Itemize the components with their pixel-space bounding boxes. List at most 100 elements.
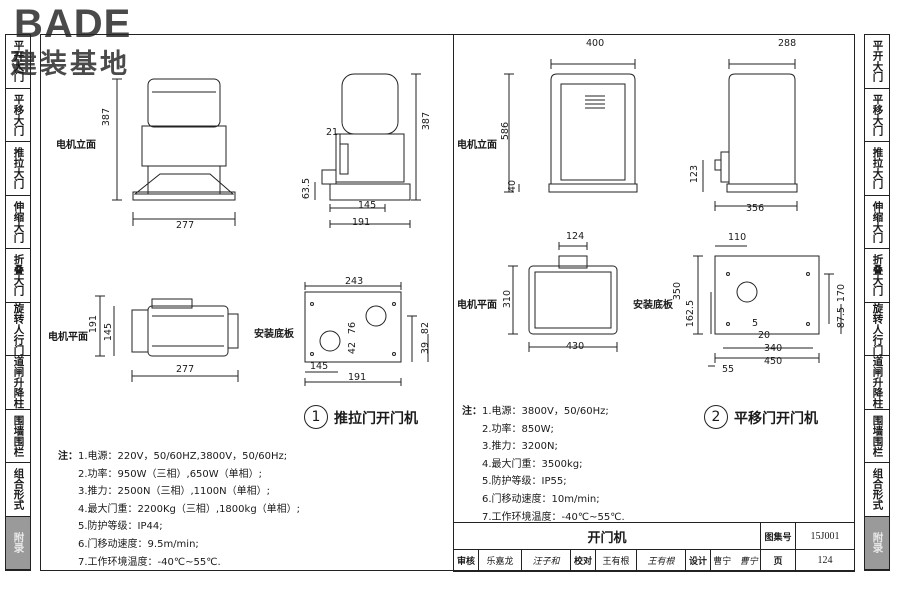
right-tab-label: 组合形式 xyxy=(871,468,884,511)
left-tab-5[interactable]: 折叠大门 xyxy=(6,249,30,303)
right-tab-label: 折叠大门 xyxy=(871,254,884,297)
left-tab-label: 道闸升降柱 xyxy=(12,356,25,409)
right-tab-5[interactable]: 折叠大门 xyxy=(865,249,889,303)
dim-side-123: 123 xyxy=(689,165,700,184)
left-tab-label: 伸缩大门 xyxy=(12,200,25,243)
left-tab-label: 推拉大门 xyxy=(12,147,25,190)
right-tab-6[interactable]: 旋转人行门 xyxy=(865,303,889,356)
left-tab-label: 平开大门 xyxy=(12,40,25,83)
title-block: 开门机 图集号 15J001 审核 乐嘉龙 汪子和 校对 王有根 王有根 设计 … xyxy=(453,522,855,572)
left-note-item: 2.功率：950W（三相）,650W（单相）; xyxy=(78,468,263,480)
left-panel-drawings xyxy=(40,34,453,394)
left-tab-label: 组合形式 xyxy=(12,468,25,511)
left-tab-9[interactable]: 组合形式 xyxy=(6,463,30,517)
left-tab-8[interactable]: 围墙围栏 xyxy=(6,410,30,463)
sliding-mount-plate xyxy=(715,256,819,334)
right-motor-plan-label: 电机平面 xyxy=(457,300,497,311)
right-motor-elevation-label: 电机立面 xyxy=(457,140,497,151)
right-tab-label: 推拉大门 xyxy=(871,147,884,190)
left-motor-plan-label: 电机平面 xyxy=(48,332,88,343)
right-note-item: 3.推力：3200N; xyxy=(482,441,558,453)
dim-front-width: 277 xyxy=(176,220,195,231)
dim-front-40: 40 xyxy=(507,180,518,193)
right-panel-title: 平移门开门机 xyxy=(734,411,818,427)
dim-front-400: 400 xyxy=(586,38,605,49)
dim-plate-76: 76 xyxy=(347,322,358,335)
dim-plate-243: 243 xyxy=(345,276,364,287)
right-note-item: 1.电源：3800V，50/60Hz; xyxy=(482,406,609,417)
dim-plate-55: 55 xyxy=(722,364,735,375)
right-note-item: 7.工作环境温度：-40℃~55℃. xyxy=(482,511,625,523)
left-tab-1[interactable]: 平开大门 xyxy=(6,35,30,89)
right-notes-heading: 注： xyxy=(462,406,482,417)
dim-plate-20: 20 xyxy=(758,330,771,341)
designer-name-text: 曹宁 xyxy=(713,557,732,567)
left-notes-list: 1.电源：220V，50/60HZ,3800V，50/60Hz; 2.功率：95… xyxy=(78,448,300,571)
right-tab-2[interactable]: 平移大门 xyxy=(865,89,889,142)
dim-plan-145: 145 xyxy=(103,323,114,342)
left-tab-3[interactable]: 推拉大门 xyxy=(6,142,30,196)
dim-plate-87-5: 87.5 xyxy=(836,307,847,329)
dim-plan-191: 191 xyxy=(88,315,99,334)
left-tab-label: 旋转人行门 xyxy=(12,302,25,356)
right-tab-7[interactable]: 道闸升降柱 xyxy=(865,356,889,410)
logo-text-cn: 建装基地 xyxy=(10,49,130,80)
drawing-frame xyxy=(40,34,855,571)
left-tab-label: 围墙围栏 xyxy=(12,414,25,457)
right-tab-label: 伸缩大门 xyxy=(871,200,884,243)
dim-plate-82: 82 xyxy=(420,322,431,335)
reviewer-name: 乐嘉龙 xyxy=(478,549,522,572)
design-label: 设计 xyxy=(685,549,711,572)
dim-side-288: 288 xyxy=(778,38,797,49)
checker-name: 王有根 xyxy=(595,549,637,572)
left-tab-6[interactable]: 旋转人行门 xyxy=(6,302,30,356)
logo-text-en: BADE xyxy=(14,2,132,46)
left-panel-title: 推拉门开门机 xyxy=(334,411,418,427)
right-tab-8[interactable]: 围墙围栏 xyxy=(865,410,889,463)
left-note-item: 3.推力：2500N（三相）,1100N（单相）; xyxy=(78,486,270,498)
right-tab-9[interactable]: 组合形式 xyxy=(865,463,889,517)
left-notes-heading: 注： xyxy=(58,451,78,462)
right-tab-column: 平开大门平移大门推拉大门伸缩大门折叠大门旋转人行门道闸升降柱围墙围栏组合形式附录 xyxy=(864,34,890,571)
dim-plan-277: 277 xyxy=(176,364,195,375)
right-tab-label: 围墙围栏 xyxy=(871,414,884,457)
sliding-motor-plan-view xyxy=(529,256,617,334)
left-note-item: 7.工作环境温度：-40℃~55℃. xyxy=(78,556,221,568)
dim-plan-124: 124 xyxy=(566,231,585,242)
atlas-number: 15J001 xyxy=(795,522,855,550)
dim-front-height: 387 xyxy=(101,108,112,127)
right-tab-label: 附录 xyxy=(871,532,884,554)
right-tab-1[interactable]: 平开大门 xyxy=(865,35,889,89)
dim-plate-39: 39 xyxy=(420,342,431,355)
dim-side-356: 356 xyxy=(746,203,765,214)
left-note-item: 4.最大门重：2200Kg（三相）,1800kg（单相）; xyxy=(78,503,301,515)
right-note-item: 4.最大门重：3500kg; xyxy=(482,458,583,470)
left-tab-2[interactable]: 平移大门 xyxy=(6,89,30,142)
right-note-item: 5.防护等级：IP55; xyxy=(482,476,567,488)
right-tab-label: 道闸升降柱 xyxy=(871,356,884,409)
dim-plate-42: 42 xyxy=(347,342,358,355)
pusher-motor-plan-view xyxy=(132,299,238,356)
right-tab-4[interactable]: 伸缩大门 xyxy=(865,196,889,249)
sliding-motor-front-view xyxy=(549,74,637,192)
right-tab-3[interactable]: 推拉大门 xyxy=(865,142,889,196)
dim-side-145: 145 xyxy=(358,200,377,211)
left-tab-10[interactable]: 附录 xyxy=(6,516,30,570)
checker-signature: 王有根 xyxy=(636,549,686,572)
left-tab-4[interactable]: 伸缩大门 xyxy=(6,196,30,249)
dim-plate-450: 450 xyxy=(764,356,783,367)
drawing-name: 开门机 xyxy=(453,522,761,550)
left-tab-label: 折叠大门 xyxy=(12,254,25,297)
dim-plate-5: 5 xyxy=(752,318,759,329)
left-tab-column: 平开大门平移大门推拉大门伸缩大门折叠大门旋转人行门道闸升降柱围墙围栏组合形式附录 xyxy=(5,34,31,571)
right-tab-10[interactable]: 附录 xyxy=(865,516,889,570)
review-label: 审核 xyxy=(453,549,479,572)
right-note-item: 6.门移动速度：10m/min; xyxy=(482,493,600,505)
atlas-label: 图集号 xyxy=(760,522,796,550)
dim-side-191: 191 xyxy=(352,217,371,228)
left-tab-7[interactable]: 道闸升降柱 xyxy=(6,356,30,410)
right-tab-label: 平移大门 xyxy=(871,93,884,136)
left-tab-label: 平移大门 xyxy=(12,93,25,136)
dim-plate-110: 110 xyxy=(728,232,747,243)
designer-name: 曹宁 曹宁 xyxy=(710,549,761,572)
